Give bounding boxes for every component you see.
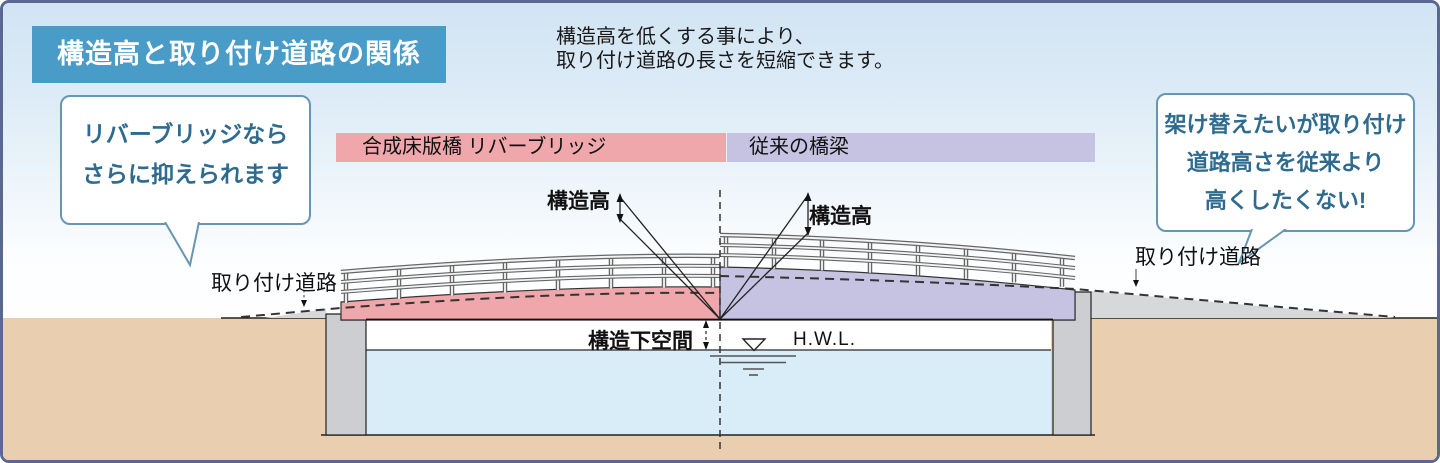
legend-river-bridge: 合成床版橋 リバーブリッジ	[336, 133, 726, 162]
deck-conventional	[719, 266, 1076, 321]
arrowhead-down-right	[804, 227, 812, 236]
bubble-right-line-3: 高くしたくない!	[1204, 188, 1367, 213]
railing-left-top-rail-highlight	[340, 254, 721, 273]
legend-river-bridge-label: 合成床版橋 リバーブリッジ	[362, 136, 607, 158]
railing-right-low-rail-highlight	[719, 254, 1076, 279]
label-structural-height-left: 構造高	[547, 190, 610, 213]
approach-embankment-left	[265, 309, 326, 318]
bubble-right-line-2: 道路高さを従来より	[1186, 150, 1385, 175]
subtitle-line-1: 構造高を低くする事により、	[556, 26, 815, 48]
approach-pointer-right	[1133, 269, 1139, 287]
legend-conventional-label: 従来の橋梁	[749, 136, 849, 158]
bubble-right-line-1: 架け替えたいが取り付け	[1164, 112, 1407, 137]
bubble-left-line-1: リバーブリッジなら	[82, 121, 289, 147]
arrowhead-up-right	[804, 192, 812, 201]
railing-right	[719, 232, 1076, 287]
road-profile-conventional	[719, 275, 1396, 318]
bubble-left-line-2: さらに抑えられます	[82, 161, 289, 187]
railing-left-posts-highlight	[345, 256, 714, 303]
abutment-left	[325, 313, 367, 436]
railing-right-posts-highlight	[725, 235, 1063, 287]
label-high-water-level: H.W.L.	[793, 329, 857, 350]
arrowhead-down-left	[616, 214, 624, 223]
clearance-arrow	[703, 320, 709, 350]
road-profile-river-bridge	[240, 291, 721, 318]
water-ripples	[710, 355, 796, 376]
railing-right-top-rail-highlight	[719, 234, 1076, 259]
railing-right-mid-rail-highlight	[719, 244, 1076, 269]
under-bridge-gap	[366, 319, 1051, 350]
label-approach-road-left: 取り付け道路	[211, 272, 337, 295]
label-clearance-under-bridge: 構造下空間	[588, 330, 693, 353]
speech-bubble-right-tail	[1236, 229, 1287, 266]
structural-height-leader-right	[719, 194, 809, 320]
label-structural-height-right: 構造高	[809, 205, 872, 228]
page-title: 構造高と取り付け道路の関係	[32, 26, 446, 83]
approach-pointer-left	[301, 290, 307, 307]
structural-height-leader-left	[619, 196, 721, 320]
label-approach-road-right: 取り付け道路	[1135, 246, 1261, 269]
speech-bubble-replace: 架け替えたいが取り付け 道路高さを従来より 高くしたくない!	[1156, 93, 1415, 232]
subtitle-line-2: 取り付け道路の長さを短縮できます。	[556, 50, 894, 72]
subtitle: 構造高を低くする事により、 取り付け道路の長さを短縮できます。	[556, 25, 894, 73]
speech-bubble-river-bridge: リバーブリッジなら さらに抑えられます	[60, 95, 311, 225]
water-level-symbol	[741, 338, 767, 352]
legend-conventional: 従来の橋梁	[727, 133, 1095, 162]
bridge-diagram-canvas	[3, 190, 1437, 460]
river-water	[366, 350, 1051, 435]
arrowhead-up-left	[616, 193, 624, 202]
speech-bubble-left-tail	[164, 222, 200, 268]
